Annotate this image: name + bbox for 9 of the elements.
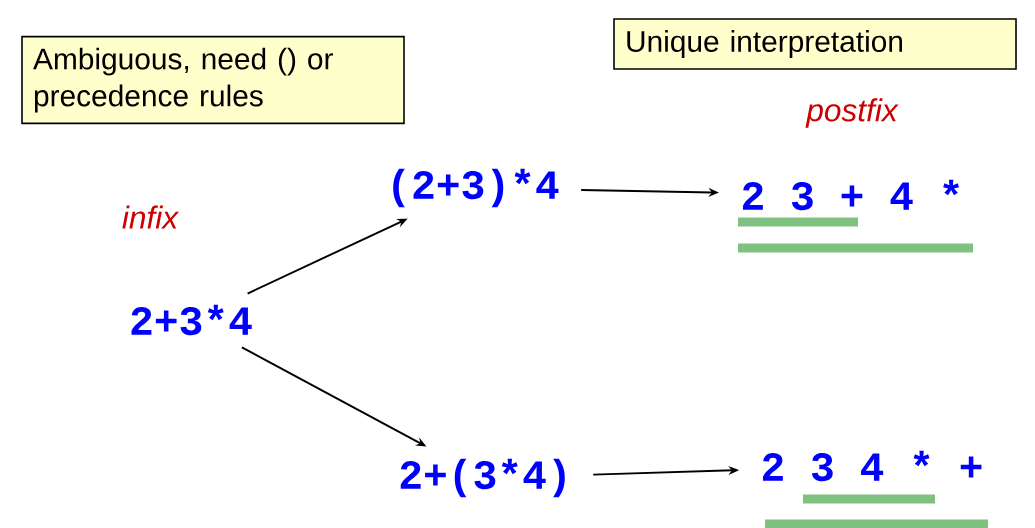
expression: 2 3 + 4 *: [742, 179, 960, 211]
note-box: Unique interpretation: [613, 18, 1017, 70]
expression: 2+(3*4): [400, 458, 565, 498]
expression: 2+3*4: [131, 304, 252, 336]
note-box: Ambiguous, need () or precedence rules: [21, 35, 405, 125]
expression: 2 3 4 * +: [762, 450, 982, 482]
expression: (2+3)*4: [393, 168, 559, 208]
label: infix: [122, 205, 180, 229]
label: postfix: [805, 98, 899, 128]
